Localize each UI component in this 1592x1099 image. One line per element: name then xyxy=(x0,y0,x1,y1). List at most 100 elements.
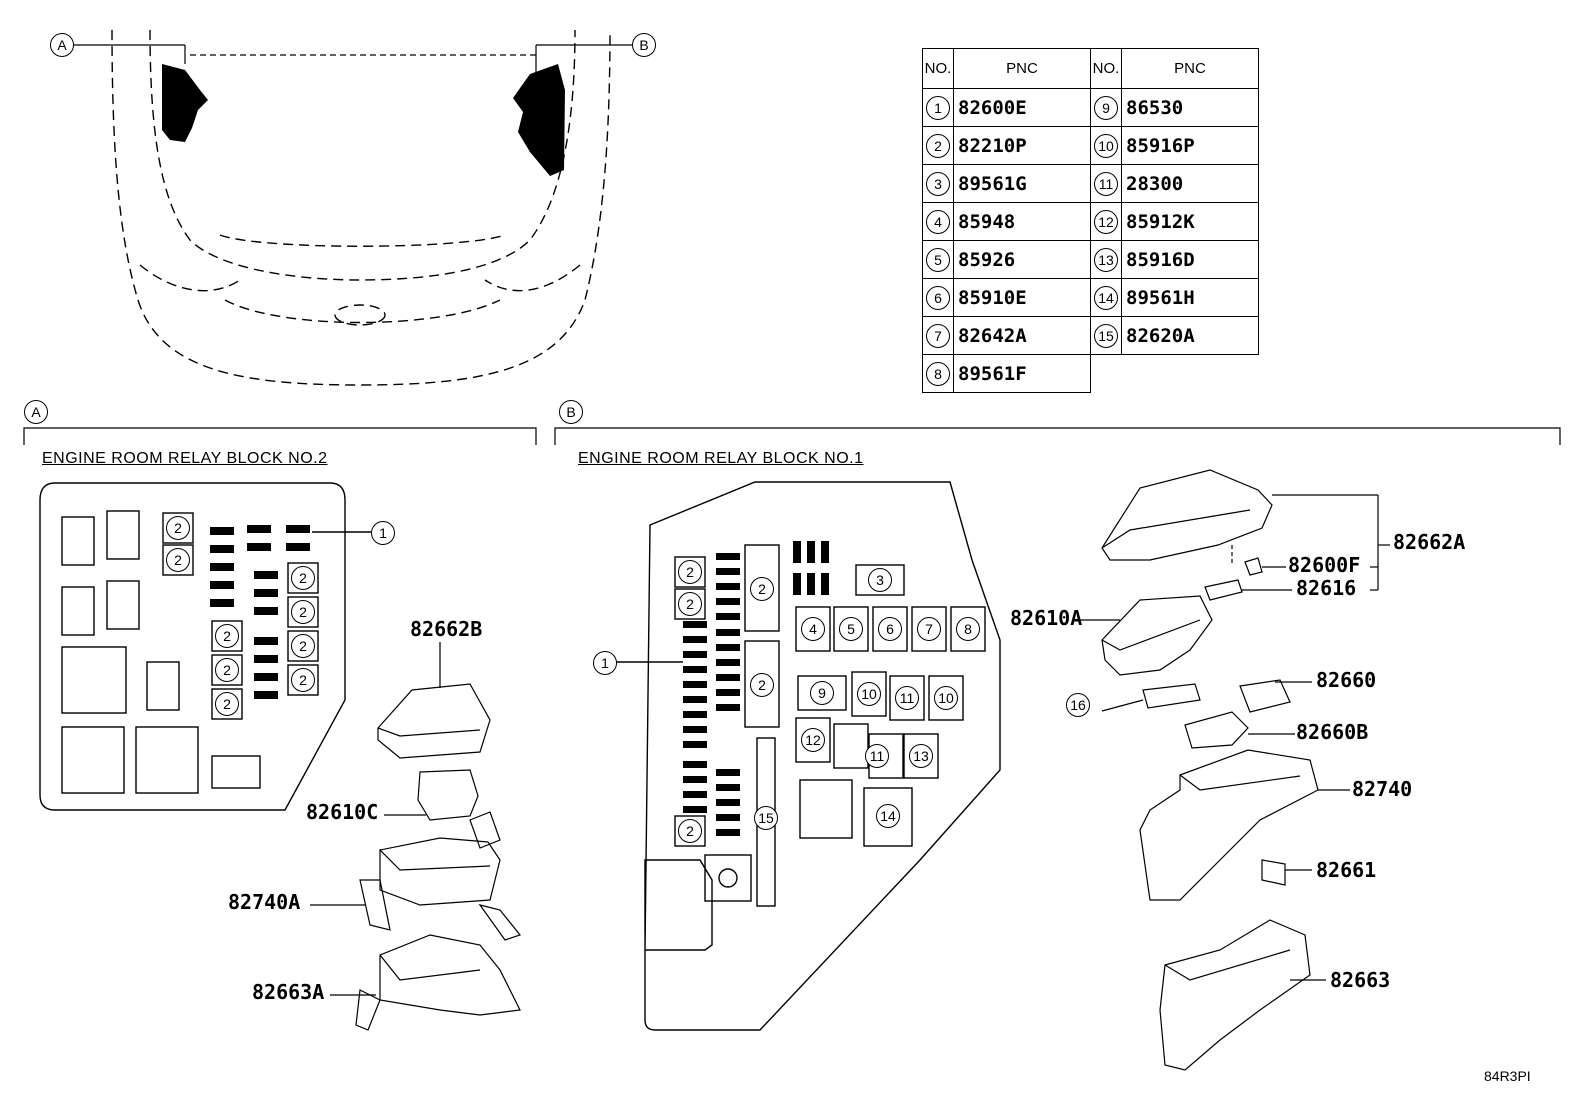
table-cell-no: 15 xyxy=(1090,316,1122,355)
section-b-title: ENGINE ROOM RELAY BLOCK NO.1 xyxy=(578,450,864,467)
parts-b-sketch xyxy=(1078,469,1390,1071)
part-label-fuse-b: 82600F xyxy=(1288,553,1361,577)
part-label-cover-a: 82662B xyxy=(410,617,483,641)
callout-15: 15 xyxy=(754,806,778,830)
callout-4: 4 xyxy=(801,617,825,641)
table-cell-no: 4 xyxy=(922,202,954,241)
callout-2: 2 xyxy=(291,600,315,624)
callout-number: 10 xyxy=(1094,133,1118,158)
part-label-box-b: 82740 xyxy=(1352,777,1413,801)
relay-block-no2-layout xyxy=(39,482,371,811)
callout-9: 9 xyxy=(810,681,834,705)
table-cell-pnc: 85926 xyxy=(953,240,1091,279)
callout-number: 4 xyxy=(926,209,950,234)
callout-10: 10 xyxy=(857,682,881,706)
part-label-lower-b: 82663 xyxy=(1330,968,1391,992)
part-label-lower-a: 82663A xyxy=(252,980,325,1004)
table-cell-pnc: 85916P xyxy=(1121,126,1259,165)
marker-b-top: B xyxy=(632,33,656,57)
callout-2: 2 xyxy=(215,658,239,682)
callout-2: 2 xyxy=(291,634,315,658)
table-cell-no: 5 xyxy=(922,240,954,279)
callout-3: 3 xyxy=(868,568,892,592)
part-label-clip-b: 82616 xyxy=(1296,576,1357,600)
callout-number: 6 xyxy=(926,285,950,310)
header-no-right: NO. xyxy=(1090,48,1122,89)
part-label-relay-b: 82660 xyxy=(1316,668,1377,692)
table-cell-no: 9 xyxy=(1090,88,1122,127)
callout-1-b: 1 xyxy=(593,651,617,675)
table-cell-pnc: 85916D xyxy=(1121,240,1259,279)
table-cell-no: 12 xyxy=(1090,202,1122,241)
relay-block-locations xyxy=(162,64,565,176)
callout-number: 13 xyxy=(1094,247,1118,272)
callout-number: 8 xyxy=(926,361,950,386)
callout-11: 11 xyxy=(895,686,919,710)
table-cell-no: 8 xyxy=(922,354,954,393)
callout-number: 1 xyxy=(926,95,950,120)
location-leaders xyxy=(72,44,632,74)
table-cell-no: 3 xyxy=(922,164,954,203)
part-label-block-a: 82610C xyxy=(306,800,379,824)
part-label-box-a: 82740A xyxy=(228,890,301,914)
marker-a-section: A xyxy=(24,400,48,424)
callout-number: 3 xyxy=(926,171,950,196)
table-cell-pnc xyxy=(1122,355,1259,393)
table-cell-no xyxy=(1091,355,1122,393)
callout-2: 2 xyxy=(166,516,190,540)
callout-10: 10 xyxy=(934,686,958,710)
marker-a-top: A xyxy=(50,33,74,57)
header-pnc-left: PNC xyxy=(953,48,1091,89)
callout-5: 5 xyxy=(839,617,863,641)
table-cell-no: 6 xyxy=(922,278,954,317)
table-cell-pnc: 82620A xyxy=(1121,316,1259,355)
callout-number: 14 xyxy=(1094,285,1118,310)
table-cell-pnc: 89561F xyxy=(953,354,1091,393)
callout-2: 2 xyxy=(166,548,190,572)
callout-6: 6 xyxy=(878,617,902,641)
table-cell-pnc: 82210P xyxy=(953,126,1091,165)
table-cell-pnc: 85912K xyxy=(1121,202,1259,241)
part-label-bracket-b: 82661 xyxy=(1316,858,1377,882)
callout-2: 2 xyxy=(678,560,702,584)
table-cell-pnc: 89561G xyxy=(953,164,1091,203)
table-cell-no: 7 xyxy=(922,316,954,355)
car-front-outline xyxy=(111,29,611,386)
callout-8: 8 xyxy=(956,617,980,641)
callout-2: 2 xyxy=(678,819,702,843)
header-pnc-right: PNC xyxy=(1121,48,1259,89)
table-cell-no: 13 xyxy=(1090,240,1122,279)
part-label-relay-b2: 82660B xyxy=(1296,720,1369,744)
callout-2: 2 xyxy=(291,566,315,590)
callout-number: 5 xyxy=(926,247,950,272)
callout-2: 2 xyxy=(291,668,315,692)
callout-number: 9 xyxy=(1094,95,1118,120)
callout-number: 11 xyxy=(1094,171,1118,196)
table-cell-pnc: 85948 xyxy=(953,202,1091,241)
marker-b-section: B xyxy=(559,400,583,424)
callout-number: 12 xyxy=(1094,209,1118,234)
table-cell-pnc: 86530 xyxy=(1121,88,1259,127)
callout-2: 2 xyxy=(215,624,239,648)
table-cell-pnc: 89561H xyxy=(1121,278,1259,317)
callout-2: 2 xyxy=(678,592,702,616)
table-cell-no: 14 xyxy=(1090,278,1122,317)
parts-a-sketch xyxy=(310,642,522,1031)
callout-2: 2 xyxy=(750,673,774,697)
part-label-block-b: 82610A xyxy=(1010,606,1083,630)
section-a-title: ENGINE ROOM RELAY BLOCK NO.2 xyxy=(42,450,328,467)
header-no-left: NO. xyxy=(922,48,954,89)
table-header-row: NO. PNC NO. PNC xyxy=(922,48,1259,89)
table-cell-no: 10 xyxy=(1090,126,1122,165)
callout-number: 7 xyxy=(926,323,950,348)
callout-7: 7 xyxy=(917,617,941,641)
callout-number: 2 xyxy=(926,133,950,158)
table-cell-no: 1 xyxy=(922,88,954,127)
